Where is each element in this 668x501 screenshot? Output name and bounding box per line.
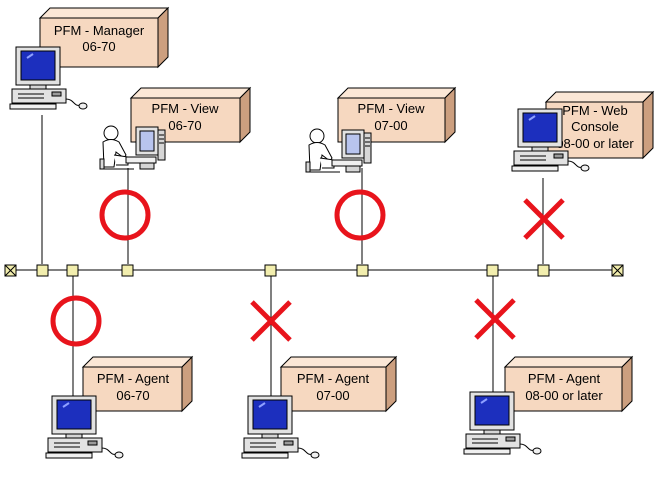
agent0800-version-text: 08-00 or later: [525, 388, 603, 403]
agent0700-version-text: 07-00: [316, 388, 349, 403]
agent0700-label-box: [279, 355, 398, 413]
manager-version-text: 06-70: [82, 39, 115, 54]
node-agent-0800: PFM - Agent 08-00 or later: [463, 298, 634, 455]
agent0670-version-text: 06-70: [116, 388, 149, 403]
circle-ok-icon: [99, 189, 151, 241]
agent0670-name-text: PFM - Agent: [97, 371, 170, 386]
node-web-console: PFM - Web Console 08-00 or later: [511, 90, 655, 240]
junction: [356, 264, 369, 277]
junction: [486, 264, 499, 277]
manager-name-text: PFM - Manager: [54, 23, 145, 38]
view0670-label-box: [129, 86, 252, 144]
node-view-0670: PFM - View 06-70: [99, 86, 252, 241]
cross-ng-icon: [474, 298, 516, 340]
cross-ng-icon: [523, 198, 565, 240]
view0670-version-text: 06-70: [168, 118, 201, 133]
junction: [36, 264, 49, 277]
view0670-name-text: PFM - View: [152, 101, 220, 116]
circle-ok-icon: [50, 295, 102, 347]
webconsole-name-text: PFM - Web: [562, 103, 628, 118]
agent0800-name-text: PFM - Agent: [528, 371, 601, 386]
node-agent-0670: PFM - Agent 06-70: [45, 295, 194, 459]
agent0800-label-box: [503, 355, 634, 413]
junction: [66, 264, 79, 277]
bus-junctions: [36, 264, 550, 277]
view0700-name-text: PFM - View: [358, 101, 426, 116]
webconsole-name2-text: Console: [571, 119, 619, 134]
node-agent-0700: PFM - Agent 07-00: [241, 300, 398, 459]
junction: [537, 264, 550, 277]
webconsole-version-text: 08-00 or later: [556, 136, 634, 151]
junction: [264, 264, 277, 277]
agent0670-label-box: [81, 355, 194, 413]
node-manager: PFM - Manager 06-70: [9, 6, 170, 110]
junction: [121, 264, 134, 277]
cross-ng-icon: [250, 300, 292, 342]
network-bus: [4, 264, 624, 277]
agent0700-name-text: PFM - Agent: [297, 371, 370, 386]
view0700-version-text: 07-00: [374, 118, 407, 133]
view0700-label-box: [336, 86, 457, 144]
circle-ok-icon: [334, 189, 386, 241]
node-view-0700: PFM - View 07-00: [305, 86, 457, 241]
